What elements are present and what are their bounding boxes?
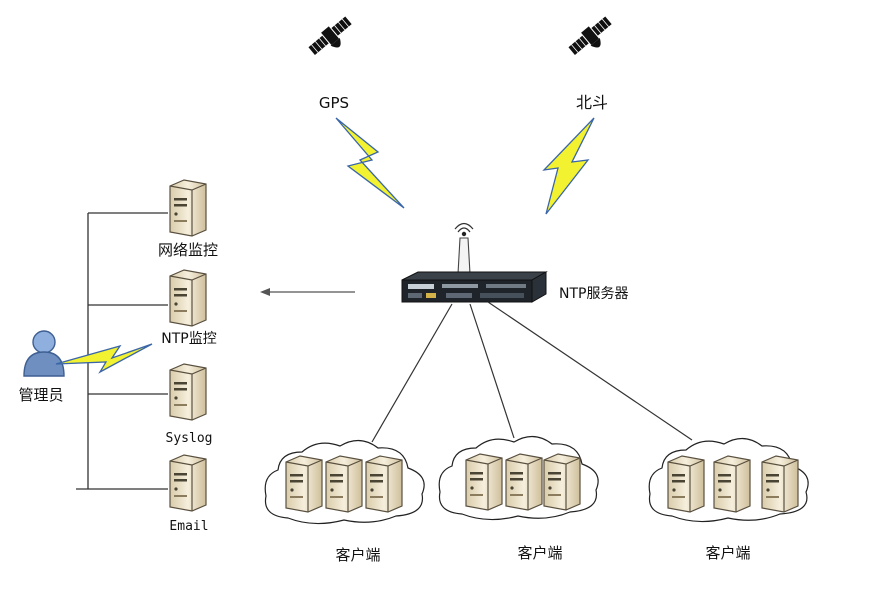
- lightning-admin-link: [55, 343, 153, 374]
- monitor-bus: [76, 212, 168, 490]
- server-icon: [169, 363, 207, 421]
- satellite-gps: GPS: [306, 13, 359, 112]
- monitor-email: Email: [169, 454, 209, 534]
- beidou-label: 北斗: [576, 93, 608, 112]
- monitor-email-label: Email: [169, 519, 208, 534]
- monitor-network-label: 网络监控: [158, 241, 218, 259]
- ntp-server: NTP服务器: [401, 222, 628, 303]
- monitor-syslog-label: Syslog: [166, 431, 213, 446]
- client-group-label: 客户端: [705, 544, 750, 562]
- monitor-ntp: NTP监控: [161, 269, 217, 347]
- server-icon: [325, 455, 363, 513]
- monitor-ntp-label: NTP监控: [161, 331, 216, 347]
- server-icon: [543, 453, 581, 511]
- server-icon: [169, 179, 207, 237]
- user-icon: [23, 330, 65, 377]
- satellite-beidou: 北斗: [566, 13, 619, 112]
- sync-arrow: [260, 288, 355, 296]
- client-group-label: 客户端: [517, 544, 562, 562]
- server-icon: [169, 454, 207, 512]
- server-icon: [285, 455, 323, 513]
- gps-label: GPS: [319, 94, 349, 112]
- lightning-gps-link: [335, 117, 405, 209]
- server-icon: [761, 455, 799, 513]
- client-group-2: 客户端: [438, 435, 599, 562]
- server-icon: [169, 269, 207, 327]
- antenna-icon: [454, 222, 474, 275]
- server-icon: [365, 455, 403, 513]
- client-group-1: 客户端: [264, 439, 425, 564]
- satellite-icon: [306, 13, 359, 63]
- client-links: [371, 301, 693, 443]
- monitor-network: 网络监控: [158, 179, 218, 259]
- client-group-3: 客户端: [648, 437, 809, 562]
- admin-label: 管理员: [18, 386, 63, 404]
- lightning-beidou-link: [542, 117, 595, 215]
- admin: 管理员: [18, 330, 65, 404]
- rack-server-icon: [401, 271, 548, 303]
- client-group-label: 客户端: [335, 546, 380, 564]
- server-icon: [713, 455, 751, 513]
- server-icon: [667, 455, 705, 513]
- satellite-icon: [566, 13, 619, 63]
- ntp-server-label: NTP服务器: [559, 286, 628, 302]
- server-icon: [465, 453, 503, 511]
- monitor-syslog: Syslog: [166, 363, 213, 446]
- server-icon: [505, 453, 543, 511]
